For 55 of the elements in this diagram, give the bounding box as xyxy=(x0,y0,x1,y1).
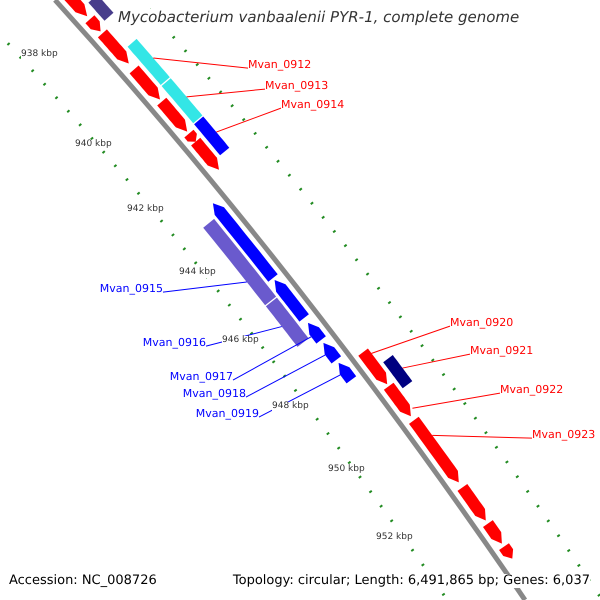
gene-shape xyxy=(338,362,356,384)
gene-shape xyxy=(323,342,342,364)
gene-shape xyxy=(85,15,101,32)
leader-line xyxy=(412,392,500,409)
leader-line xyxy=(402,354,470,369)
leader-line xyxy=(432,434,532,439)
gene-shape xyxy=(499,543,514,559)
gene-label: Mvan_0922 xyxy=(500,384,564,396)
gene-block xyxy=(266,298,309,347)
gene-label: Mvan_0916 xyxy=(142,337,206,350)
scale-label: 948 kbp xyxy=(272,402,309,412)
gene-block xyxy=(128,38,170,85)
leader-line xyxy=(371,326,450,354)
scale-label: 938 kbp xyxy=(21,50,58,60)
gene-label: Mvan_0919 xyxy=(196,408,259,420)
scale-label: 944 kbp xyxy=(179,268,216,278)
gene-shape xyxy=(458,484,486,520)
gene-shape xyxy=(409,416,459,482)
gene-label: Mvan_0912 xyxy=(248,59,312,72)
gene-block xyxy=(162,78,202,124)
gene-label: Mvan_0913 xyxy=(265,80,328,92)
scale-label: 952 kbp xyxy=(376,533,413,543)
gene-block xyxy=(383,355,412,388)
scale-label: 940 kbp xyxy=(75,140,112,150)
gene-label: Mvan_0915 xyxy=(100,283,163,296)
gene-shape xyxy=(98,29,129,64)
gene-shape xyxy=(358,348,388,384)
scale-label: 942 kbp xyxy=(127,205,164,215)
genome-title: Mycobacterium vanbaalenii PYR-1, complete genome xyxy=(118,9,520,26)
gene-block xyxy=(88,0,114,21)
gene-label: Mvan_0917 xyxy=(170,371,233,384)
gene-shape xyxy=(130,66,160,100)
leader-line xyxy=(246,354,326,398)
gene-label: Mvan_0921 xyxy=(470,345,534,358)
genome-summary: Topology: circular; Length: 6,491,865 bp; Genes: 6,037 xyxy=(232,574,590,588)
leader-line xyxy=(216,108,282,133)
leader-line xyxy=(232,336,312,381)
leader-line xyxy=(162,281,248,293)
scale-label: 946 kbp xyxy=(222,336,259,346)
gene-shape xyxy=(483,520,502,544)
gene-block xyxy=(194,116,230,156)
gene-shape xyxy=(184,130,197,142)
leader-line xyxy=(152,58,248,69)
accession-text: Accession: NC_008726 xyxy=(9,574,157,588)
gene-label: Mvan_0914 xyxy=(281,99,344,112)
gene-label: Mvan_0920 xyxy=(450,317,514,330)
gene-shape xyxy=(274,280,309,322)
gene-label: Mvan_0918 xyxy=(182,388,246,400)
gene-shape xyxy=(157,98,188,132)
scale-label: 950 kbp xyxy=(328,465,365,475)
gene-shape xyxy=(191,138,219,170)
leader-line xyxy=(186,88,266,98)
gene-shape xyxy=(384,382,411,416)
gene-shape xyxy=(308,322,326,344)
gene-label: Mvan_0923 xyxy=(532,429,596,442)
